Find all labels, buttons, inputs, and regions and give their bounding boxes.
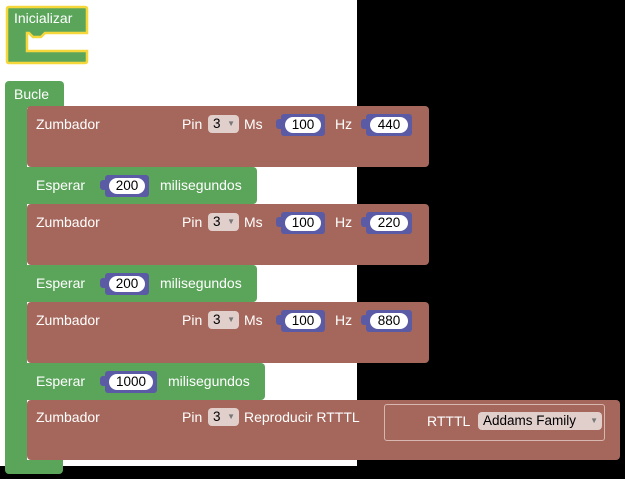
pin-label: Pin xyxy=(182,116,203,132)
hz-input[interactable]: 880 xyxy=(361,310,412,332)
wait-block-1[interactable]: Esperar 200 milisegundos xyxy=(27,167,257,204)
loop-block[interactable]: Bucle xyxy=(5,81,64,108)
wait-label: Esperar xyxy=(36,373,86,389)
buzzer-label: Zumbador xyxy=(36,116,100,132)
pin-dropdown[interactable]: 3▼ xyxy=(208,408,239,426)
init-block-shape xyxy=(5,5,89,65)
wait-input[interactable]: 200 xyxy=(100,175,149,197)
loop-bottom xyxy=(5,460,63,474)
ms-input[interactable]: 100 xyxy=(276,310,325,332)
init-block[interactable]: Inicializar xyxy=(5,5,89,65)
pin-label: Pin xyxy=(182,409,203,425)
buzzer-label: Zumbador xyxy=(36,409,100,425)
pin-dropdown[interactable]: 3▼ xyxy=(208,213,239,231)
hz-label: Hz xyxy=(335,312,353,328)
wait-label: Esperar xyxy=(36,275,86,291)
ms-label: Ms xyxy=(244,214,263,230)
wait-unit: milisegundos xyxy=(160,275,242,291)
buzzer-block-3[interactable]: Zumbador Pin 3▼ Ms 100 Hz 880 xyxy=(27,302,429,363)
hz-label: Hz xyxy=(335,116,353,132)
rtttl-song-block[interactable]: RTTTL Addams Family▼ xyxy=(384,404,605,441)
wait-unit: milisegundos xyxy=(160,177,242,193)
ms-label: Ms xyxy=(244,312,263,328)
wait-label: Esperar xyxy=(36,177,86,193)
pin-label: Pin xyxy=(182,312,203,328)
ms-label: Ms xyxy=(244,116,263,132)
pin-dropdown[interactable]: 3▼ xyxy=(208,115,239,133)
buzzer-block-1[interactable]: Zumbador Pin 3▼ Ms 100 Hz 440 xyxy=(27,106,429,167)
play-label: Reproducir RTTTL xyxy=(244,409,360,425)
dropdown-arrow-icon: ▼ xyxy=(227,217,235,226)
rtttl-label: RTTTL xyxy=(427,413,471,429)
wait-input[interactable]: 200 xyxy=(100,273,149,295)
dropdown-arrow-icon: ▼ xyxy=(227,412,235,421)
loop-left-arm xyxy=(5,105,27,460)
pin-dropdown[interactable]: 3▼ xyxy=(208,311,239,329)
buzzer-block-2[interactable]: Zumbador Pin 3▼ Ms 100 Hz 220 xyxy=(27,204,429,265)
loop-label: Bucle xyxy=(14,86,50,102)
dropdown-arrow-icon: ▼ xyxy=(227,119,235,128)
hz-label: Hz xyxy=(335,214,353,230)
dropdown-arrow-icon: ▼ xyxy=(227,315,235,324)
song-dropdown[interactable]: Addams Family▼ xyxy=(478,412,602,430)
pin-label: Pin xyxy=(182,214,203,230)
wait-block-2[interactable]: Esperar 200 milisegundos xyxy=(27,265,257,302)
buzzer-label: Zumbador xyxy=(36,312,100,328)
ms-input[interactable]: 100 xyxy=(276,212,325,234)
dropdown-arrow-icon: ▼ xyxy=(590,416,598,425)
init-label: Inicializar xyxy=(14,10,73,26)
wait-input[interactable]: 1000 xyxy=(100,371,157,393)
hz-input[interactable]: 220 xyxy=(361,212,412,234)
buzzer-label: Zumbador xyxy=(36,214,100,230)
hz-input[interactable]: 440 xyxy=(361,114,412,136)
buzzer-block-4[interactable]: Zumbador Pin 3▼ Reproducir RTTTL RTTTL A… xyxy=(27,400,620,460)
wait-unit: milisegundos xyxy=(168,373,250,389)
wait-block-3[interactable]: Esperar 1000 milisegundos xyxy=(27,363,265,400)
ms-input[interactable]: 100 xyxy=(276,114,325,136)
